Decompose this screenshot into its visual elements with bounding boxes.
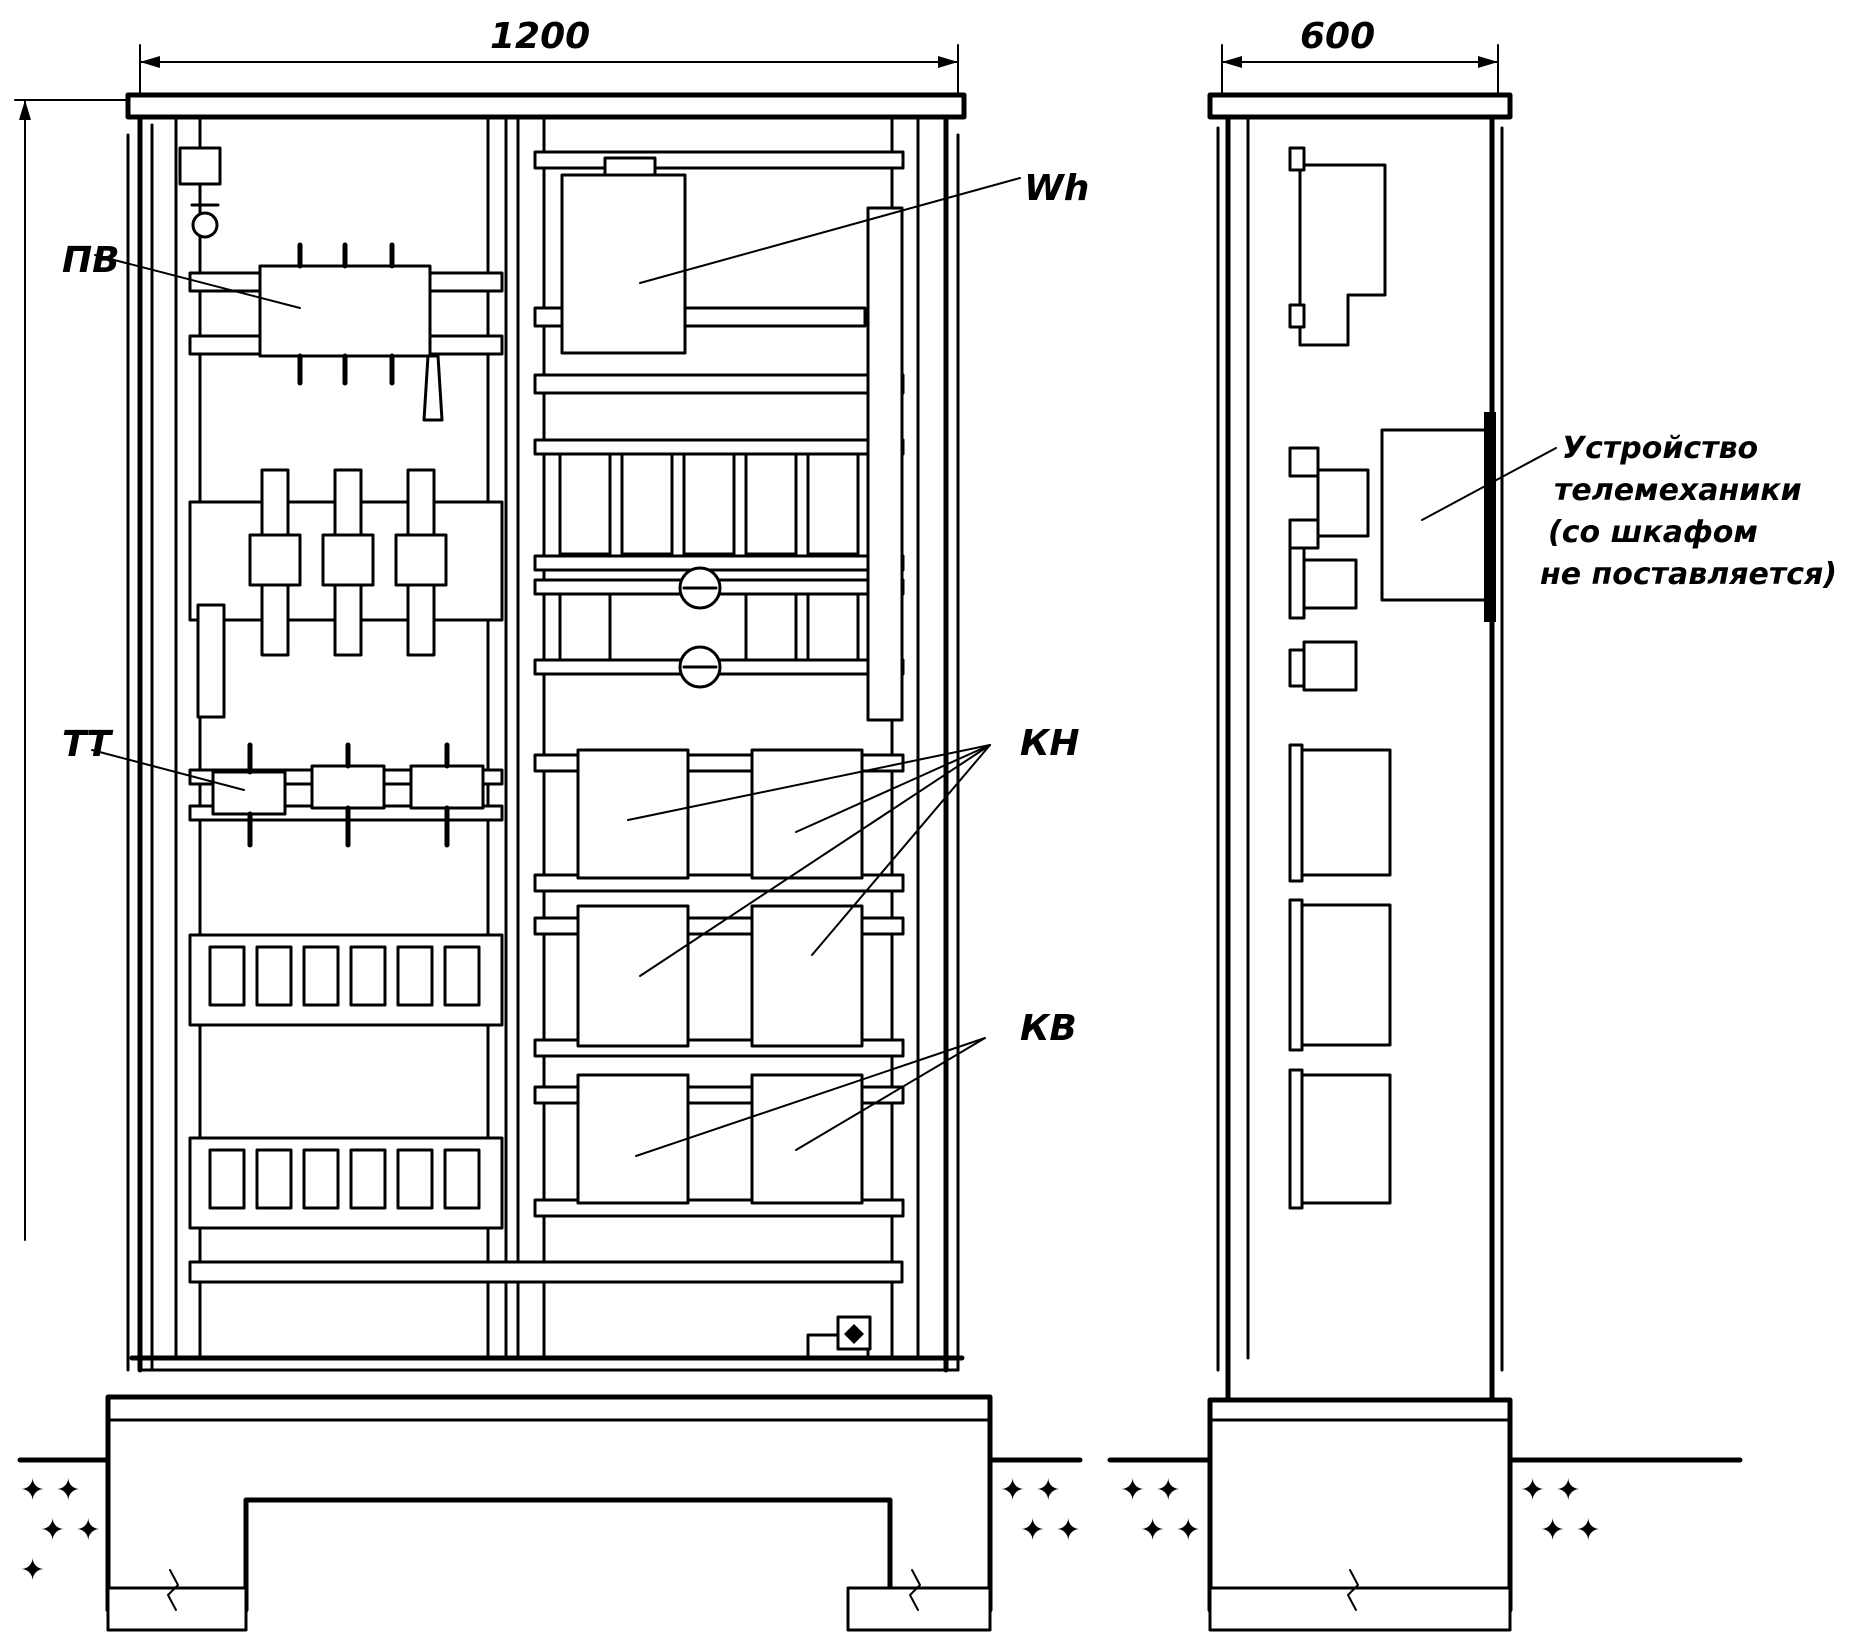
front-bottom-crossbar xyxy=(188,1260,904,1284)
gauge-row xyxy=(558,566,860,689)
front-view: 1200 xyxy=(14,16,1089,1632)
terminal-block xyxy=(806,1315,872,1359)
svg-text:✦ ✦: ✦ ✦ xyxy=(20,1473,81,1508)
kv-boxes xyxy=(576,1073,864,1205)
svg-text:✦ ✦: ✦ ✦ xyxy=(1140,1513,1201,1548)
side-view: 600 xyxy=(1107,16,1837,1632)
svg-text:✦ ✦: ✦ ✦ xyxy=(1020,1513,1081,1548)
cable-duct xyxy=(866,206,904,722)
telemechanics-leader xyxy=(1421,447,1557,521)
svg-text:✦: ✦ xyxy=(20,1553,45,1588)
lamp-fixture xyxy=(178,146,222,239)
leader-lines-front xyxy=(91,177,1021,1157)
telemechanics-label-line3: (со шкафом xyxy=(1548,515,1758,550)
ground-hatch-front: ✦ ✦ ✦ ✦ ✦ ✦ ✦ ✦ ✦ xyxy=(20,1473,1081,1588)
side-width-dimension: 600 xyxy=(1221,16,1499,101)
front-width-dimension: 1200 xyxy=(139,16,959,101)
svg-text:✦ ✦: ✦ ✦ xyxy=(40,1513,101,1548)
side-width-label: 600 xyxy=(1300,16,1375,57)
svg-text:✦ ✦: ✦ ✦ xyxy=(1520,1473,1581,1508)
front-foundation xyxy=(17,1394,1083,1632)
telemechanics-device xyxy=(1380,412,1496,622)
telemechanics-label-line4: не поставляется) xyxy=(1540,557,1837,592)
relay-row xyxy=(558,452,860,556)
kn-boxes xyxy=(576,748,864,1048)
wh-meter xyxy=(560,156,687,355)
pv-switch xyxy=(188,242,504,422)
height-dimension xyxy=(14,99,136,1241)
pv-label: ПВ xyxy=(62,240,120,281)
svg-text:✦ ✦: ✦ ✦ xyxy=(1120,1473,1181,1508)
tt-label: ТТ xyxy=(62,724,114,765)
side-top-cap xyxy=(1207,92,1513,120)
svg-text:✦ ✦: ✦ ✦ xyxy=(1000,1473,1061,1508)
fuse-row-upper xyxy=(188,933,504,1027)
breaker-block xyxy=(188,468,504,719)
kn-label: КН xyxy=(1020,723,1080,764)
tt-transformers xyxy=(188,742,504,848)
side-components xyxy=(1288,146,1392,1210)
wh-label: Wh xyxy=(1024,168,1089,209)
front-width-label: 1200 xyxy=(490,16,590,57)
fuse-row-lower xyxy=(188,1136,504,1230)
side-foundation xyxy=(1107,1397,1743,1632)
telemechanics-label-line2: телемеханики xyxy=(1554,473,1802,508)
svg-text:✦ ✦: ✦ ✦ xyxy=(1540,1513,1601,1548)
kv-label: КВ xyxy=(1020,1008,1077,1049)
ground-hatch-side: ✦ ✦ ✦ ✦ ✦ ✦ ✦ ✦ xyxy=(1120,1473,1601,1548)
telemechanics-label-line1: Устройство xyxy=(1562,431,1758,466)
front-top-cap xyxy=(125,92,967,120)
